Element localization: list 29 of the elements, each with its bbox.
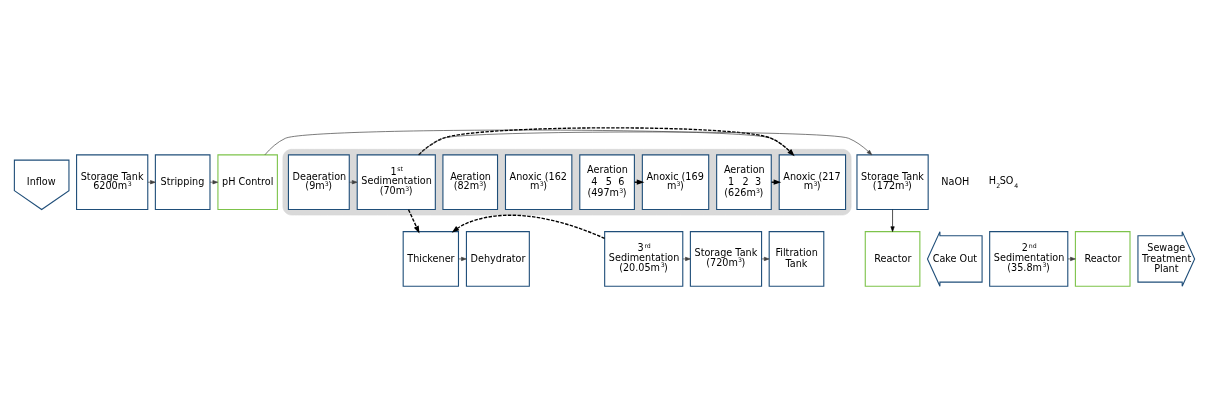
- node-box: pH Control: [217, 153, 278, 210]
- arrow: [770, 179, 782, 185]
- node-box: Deaeration (9m$^{3}$): [287, 153, 350, 210]
- node-box: Dehydrator: [465, 230, 530, 287]
- node-box: Anoxic (162 m$^{3}$): [504, 153, 573, 210]
- node-box: 1$^{st}$ Sedimentation (70m$^{3}$): [356, 153, 436, 210]
- node-box: Reactor: [864, 230, 921, 287]
- arrow: [682, 256, 691, 261]
- node-box: Reactor: [1074, 230, 1131, 287]
- arrow: [890, 208, 895, 232]
- label: H$_{2}$SO$_{4}$: [988, 174, 1019, 189]
- node-box: Storage Tank (172m$^{3}$): [856, 153, 929, 210]
- arrow: [209, 179, 219, 184]
- node-box: Aeration (82m$^{3}$): [442, 153, 499, 210]
- label: NaOH: [941, 175, 970, 187]
- node-box: Anoxic (217 m$^{3}$): [778, 153, 847, 210]
- node-box: Anoxic (169 m$^{3}$): [641, 153, 710, 210]
- node-box: Aeration 1 2 3 (626m$^{3}$): [716, 153, 772, 210]
- node-box: Filtration Tank: [768, 230, 825, 287]
- arrow: [147, 179, 156, 184]
- arrow: [349, 179, 358, 184]
- arrow: [761, 256, 770, 261]
- node-box: Stripping: [154, 153, 211, 210]
- arrow: [407, 208, 420, 233]
- node-box: Aeration 4 5 6 (497m$^{3}$): [579, 153, 635, 210]
- arrow: [1067, 256, 1076, 261]
- arrow: [633, 179, 645, 185]
- arrow: [458, 256, 467, 261]
- arrow: [451, 214, 606, 239]
